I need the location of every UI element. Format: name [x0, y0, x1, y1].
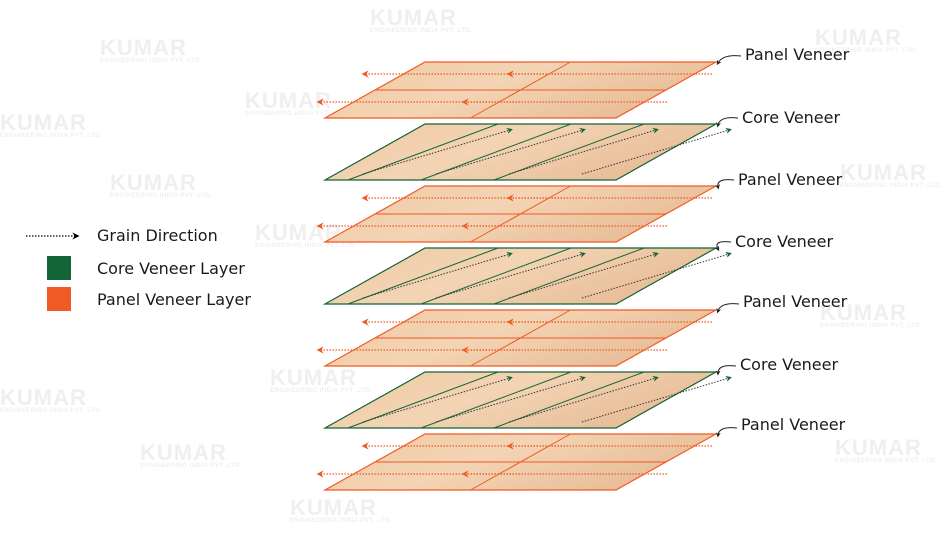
- layer-panel-veneer: [316, 179, 735, 243]
- layer-core-veneer: [322, 365, 737, 429]
- legend-label: Panel Veneer Layer: [97, 289, 251, 309]
- layer-label-core-1: Core Veneer: [742, 108, 841, 127]
- legend-grain-direction: Grain Direction: [97, 226, 218, 245]
- layer-core-veneer: [322, 117, 739, 181]
- layer-label-panel-3: Panel Veneer: [743, 292, 848, 311]
- core-veneer-swatch: [47, 256, 71, 280]
- panel-veneer-swatch: [47, 287, 71, 311]
- legend-panel-veneer: Panel Veneer Layer: [47, 287, 251, 311]
- layer-label-core-3: Core Veneer: [740, 355, 839, 374]
- layer-panel-veneer: [316, 55, 742, 119]
- legend-label: Core Veneer Layer: [97, 258, 245, 278]
- legend-label: Grain Direction: [97, 226, 218, 245]
- legend-core-veneer: Core Veneer Layer: [47, 256, 245, 280]
- layer-label-panel-4: Panel Veneer: [741, 415, 846, 434]
- layer-panel-veneer: [316, 303, 740, 367]
- layer-label-core-2: Core Veneer: [735, 232, 834, 251]
- layer-panel-veneer: [316, 427, 738, 491]
- layer-core-veneer: [322, 241, 732, 305]
- layer-label-panel-2: Panel Veneer: [738, 170, 843, 189]
- layer-label-panel-1: Panel Veneer: [745, 45, 850, 64]
